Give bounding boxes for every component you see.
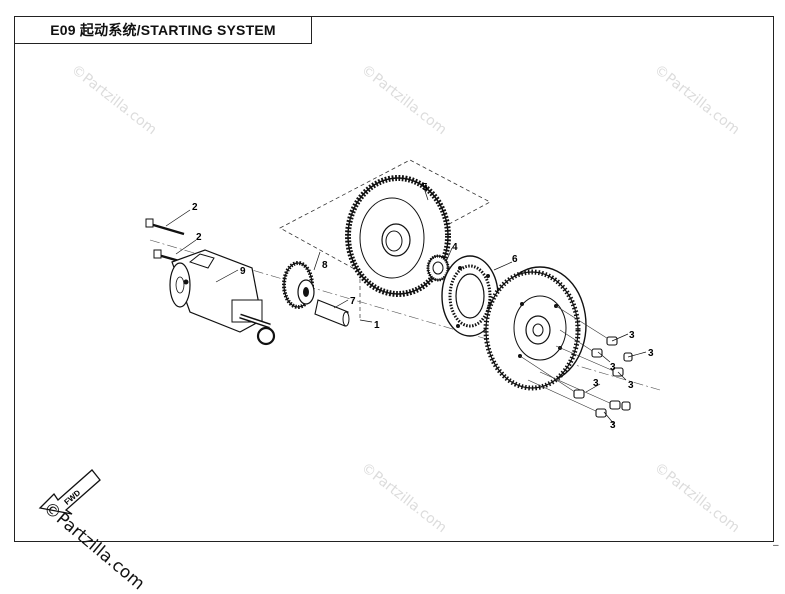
assembly-outline: [279, 159, 491, 273]
o-ring: [256, 326, 276, 346]
callout-3: 3: [648, 348, 654, 359]
callout-3: 3: [629, 330, 635, 341]
exploded-view: 2 2 9 8 7 1 5 4 6 3 3 3 3 3 3 FWD: [38, 159, 661, 515]
diagram-stage: E09 起动系统/STARTING SYSTEM ©Partzilla.com …: [14, 16, 779, 594]
callout-3: 3: [593, 378, 599, 389]
diagram-title: E09 起动系统/STARTING SYSTEM: [14, 16, 312, 44]
flywheel-bolts: [519, 305, 617, 413]
idle-gear: [345, 175, 451, 297]
callout-7: 7: [350, 296, 356, 307]
callout-1: 1: [374, 320, 380, 331]
bolt-upper: [145, 218, 185, 236]
flywheel-rotor: [483, 266, 587, 391]
gear-shaft: [314, 299, 350, 327]
corner-mark: –: [773, 540, 779, 551]
callout-3: 3: [610, 362, 616, 373]
needle-bearing: [426, 254, 450, 282]
callout-2: 2: [196, 232, 202, 243]
callout-4: 4: [452, 242, 458, 253]
callout-3: 3: [628, 380, 634, 391]
bolt-head: [573, 336, 633, 418]
callout-9: 9: [240, 266, 246, 277]
starter-motor: [169, 249, 271, 333]
drawing-frame: [14, 16, 774, 542]
leader-lines: [165, 187, 647, 425]
callout-5: 5: [422, 182, 428, 193]
callout-8: 8: [322, 260, 328, 271]
callout-2: 2: [192, 202, 198, 213]
double-gear: [282, 261, 315, 309]
callout-3: 3: [610, 420, 616, 431]
callout-6: 6: [512, 254, 518, 265]
one-way-clutch: [441, 255, 499, 337]
